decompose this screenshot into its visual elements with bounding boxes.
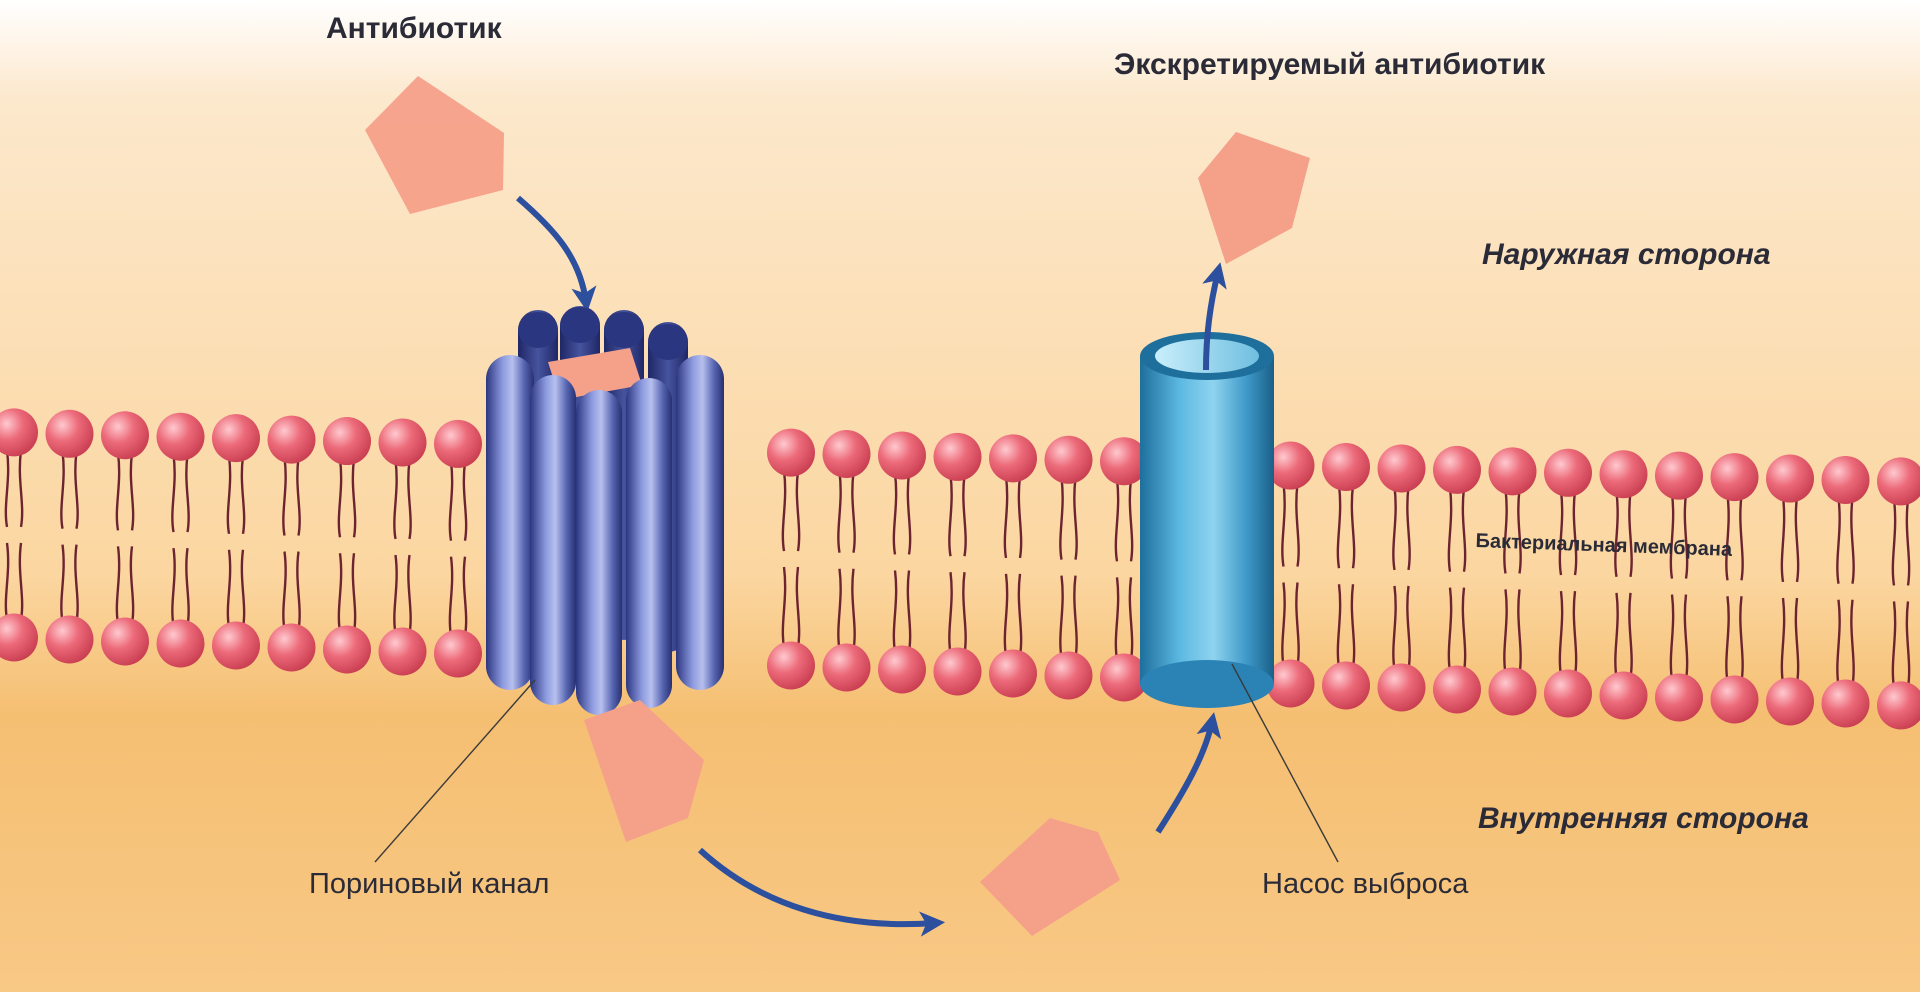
lipid-head — [1489, 667, 1537, 715]
lipid-head — [989, 649, 1037, 697]
porin-channel-label: Пориновый канал — [309, 868, 549, 901]
lipid-head — [1600, 450, 1648, 498]
lipid-head — [101, 618, 149, 666]
efflux-pump — [1140, 332, 1274, 708]
lipid-head — [1655, 452, 1703, 500]
lipid-head — [878, 431, 926, 479]
lipid-head — [1489, 447, 1537, 495]
lipid-head — [767, 429, 815, 477]
efflux-pump-label: Насос выброса — [1262, 868, 1468, 901]
lipid-head — [1433, 446, 1481, 494]
lipid-head — [379, 418, 427, 466]
lipid-head — [212, 621, 260, 669]
porin-channel — [486, 306, 724, 715]
lipid-head — [878, 645, 926, 693]
lipid-head — [434, 629, 482, 677]
lipid-head — [268, 623, 316, 671]
lipid-head — [1322, 443, 1370, 491]
lipid-head — [157, 413, 205, 461]
excreted-antibiotic-label: Экскретируемый антибиотик — [1114, 48, 1545, 82]
outer-side-label: Наружная сторона — [1482, 238, 1771, 272]
lipid-head — [323, 625, 371, 673]
inner-side-label: Внутренняя сторона — [1478, 802, 1809, 836]
lipid-head — [157, 619, 205, 667]
lipid-head — [46, 616, 94, 664]
lipid-head — [46, 410, 94, 458]
lipid-head — [1045, 436, 1093, 484]
lipid-head — [934, 433, 982, 481]
lipid-head — [323, 417, 371, 465]
lipid-head — [1378, 663, 1426, 711]
lipid-head — [1766, 677, 1814, 725]
lipid-head — [1045, 651, 1093, 699]
lipid-head — [989, 434, 1037, 482]
lipid-head — [1322, 661, 1370, 709]
lipid-head — [1822, 456, 1870, 504]
lipid-head — [1822, 679, 1870, 727]
lipid-head — [1544, 449, 1592, 497]
lipid-head — [101, 411, 149, 459]
lipid-head — [1711, 675, 1759, 723]
lipid-head — [212, 414, 260, 462]
lipid-head — [1433, 665, 1481, 713]
lipid-head — [1655, 673, 1703, 721]
lipid-head — [1378, 444, 1426, 492]
lipid-head — [1600, 671, 1648, 719]
lipid-head — [379, 627, 427, 675]
lipid-head — [823, 643, 871, 691]
lipid-head — [268, 416, 316, 464]
lipid-head — [767, 641, 815, 689]
lipid-head — [1711, 453, 1759, 501]
lipid-head — [1766, 455, 1814, 503]
lipid-head — [434, 420, 482, 468]
antibiotic-label: Антибиотик — [326, 12, 502, 46]
lipid-head — [934, 647, 982, 695]
lipid-head — [1544, 669, 1592, 717]
lipid-head — [823, 430, 871, 478]
